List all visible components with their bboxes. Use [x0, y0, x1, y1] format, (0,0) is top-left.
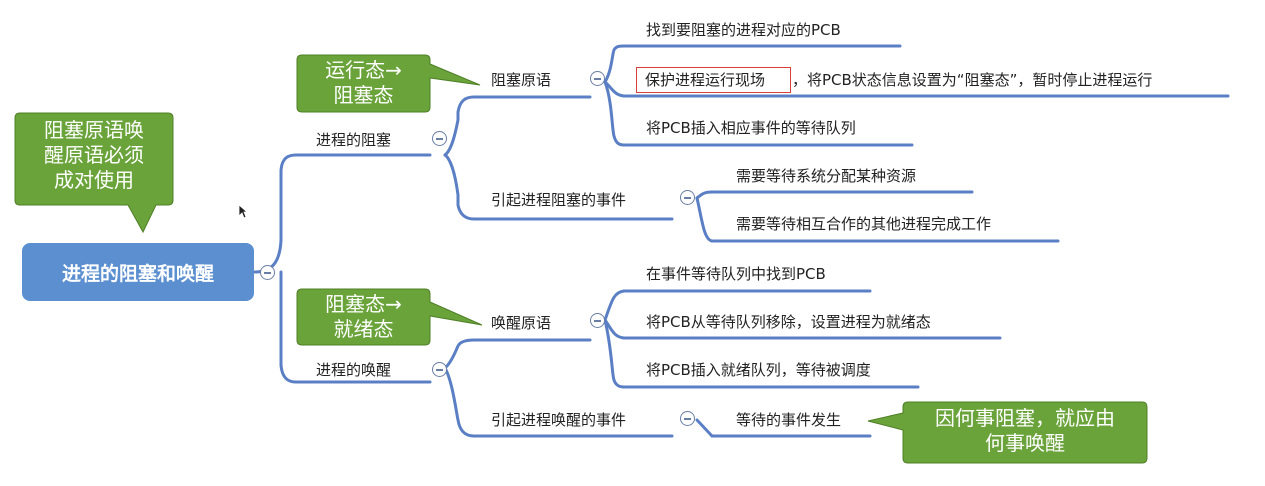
callout-run-to-block: 运行态→ 阻塞态 — [297, 58, 430, 108]
wakeup-collapse-toggle[interactable] — [432, 362, 447, 377]
block-primitive-collapse-toggle[interactable] — [590, 71, 605, 86]
callout-pair-line-1: 阻塞原语唤 — [44, 118, 144, 142]
topic-block-primitive[interactable]: 阻塞原语 — [491, 71, 552, 89]
callout-cause: 因何事阻塞，就应由 何事唤醒 — [903, 406, 1147, 456]
topic-block-events[interactable]: 引起进程阻塞的事件 — [491, 191, 627, 209]
callout-cause-line-2: 何事唤醒 — [985, 431, 1065, 455]
topic-wakeup-events[interactable]: 引起进程唤醒的事件 — [491, 411, 627, 429]
wakeup-primitive-collapse-toggle[interactable] — [590, 313, 605, 328]
block-step-2-highlight[interactable]: 保护进程运行现场 — [645, 71, 766, 89]
wakeup-event-1[interactable]: 等待的事件发生 — [736, 411, 842, 429]
block-event-2[interactable]: 需要等待相互合作的其他进程完成工作 — [736, 215, 992, 233]
callout-pair-line-2: 醒原语必须 — [44, 143, 144, 167]
callout-block-to-ready-line-1: 阻塞态→ — [325, 292, 402, 316]
callout-run-to-block-line-2: 阻塞态 — [333, 83, 394, 107]
mouse-cursor-icon — [238, 204, 248, 219]
topic-block[interactable]: 进程的阻塞 — [316, 131, 392, 149]
callout-block-to-ready: 阻塞态→ 就绪态 — [297, 292, 430, 342]
block-event-1[interactable]: 需要等待系统分配某种资源 — [736, 167, 917, 185]
wakeup-step-3[interactable]: 将PCB插入就绪队列，等待被调度 — [646, 361, 871, 379]
block-step-2-rest[interactable]: ，将PCB状态信息设置为“阻塞态”，暂时停止进程运行 — [792, 71, 1153, 89]
callout-run-to-block-shape — [296, 54, 481, 113]
wakeup-step-2[interactable]: 将PCB从等待队列移除，设置进程为就绪态 — [646, 313, 931, 331]
topic-wakeup[interactable]: 进程的唤醒 — [316, 361, 392, 379]
root-collapse-toggle[interactable] — [260, 265, 275, 280]
block-step-1[interactable]: 找到要阻塞的进程对应的PCB — [646, 21, 841, 39]
topic-wakeup-primitive[interactable]: 唤醒原语 — [491, 314, 552, 332]
callout-run-to-block-line-1: 运行态→ — [325, 58, 402, 82]
wakeup-events-collapse-toggle[interactable] — [680, 411, 695, 426]
wakeup-step-1[interactable]: 在事件等待队列中找到PCB — [646, 265, 826, 283]
callout-block-to-ready-shape — [296, 288, 483, 346]
block-step-3[interactable]: 将PCB插入相应事件的等待队列 — [646, 119, 856, 137]
root-topic-label: 进程的阻塞和唤醒 — [61, 262, 214, 285]
root-topic[interactable]: 进程的阻塞和唤醒 — [22, 243, 254, 301]
block-events-collapse-toggle[interactable] — [680, 190, 695, 205]
callout-block-to-ready-line-2: 就绪态 — [333, 317, 394, 341]
callout-cause-line-1: 因何事阻塞，就应由 — [935, 406, 1115, 430]
callout-pair: 阻塞原语唤 醒原语必须 成对使用 — [15, 118, 173, 193]
highlight-box — [636, 67, 791, 93]
callout-pair-shape — [14, 112, 174, 234]
block-collapse-toggle[interactable] — [432, 131, 447, 146]
callout-pair-line-3: 成对使用 — [54, 168, 134, 192]
callout-cause-shape — [867, 401, 1148, 464]
